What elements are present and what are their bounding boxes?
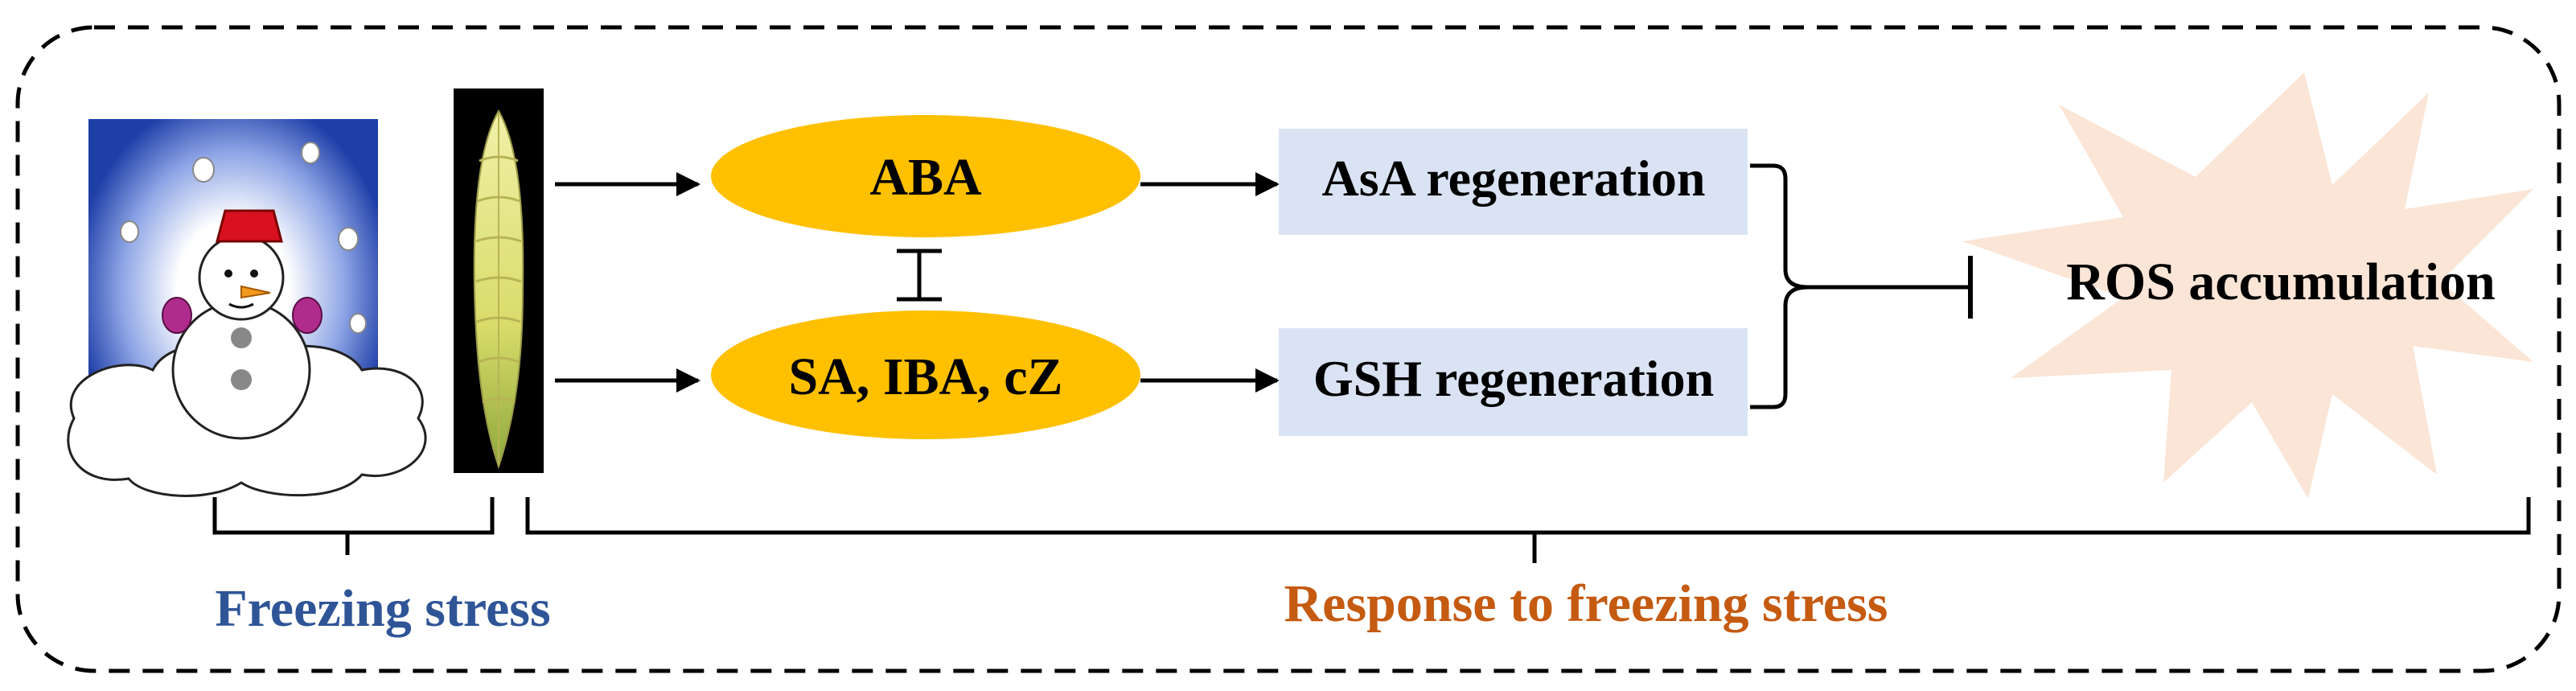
burst-icon bbox=[1962, 72, 2533, 499]
response-bracket bbox=[525, 497, 2531, 563]
gsh-regeneration-box bbox=[1279, 328, 1748, 436]
gsh-regeneration-label: GSH regeneration bbox=[1313, 350, 1714, 407]
hormone-bottom-ellipse bbox=[711, 311, 1140, 439]
asa-regeneration-label: AsA regeneration bbox=[1322, 150, 1706, 207]
response-to-freezing-stress-label: Response to freezing stress bbox=[1284, 574, 1888, 633]
freezing-stress-label: Freezing stress bbox=[215, 579, 550, 638]
inhibition-between-hormones bbox=[897, 249, 942, 302]
stress-bracket bbox=[212, 497, 495, 555]
ros-accumulation-label: ROS accumulation bbox=[2066, 253, 2496, 311]
merge-brace bbox=[1750, 163, 1809, 409]
wheat-spike-icon bbox=[454, 88, 544, 473]
hormone-top-label: ABA bbox=[869, 148, 982, 207]
hormone-bottom-label: SA, IBA, cZ bbox=[788, 348, 1062, 406]
asa-regeneration-box bbox=[1279, 129, 1748, 235]
snowman-icon bbox=[67, 119, 427, 497]
dashed-frame bbox=[15, 25, 2562, 673]
hormone-top-ellipse bbox=[711, 115, 1140, 237]
